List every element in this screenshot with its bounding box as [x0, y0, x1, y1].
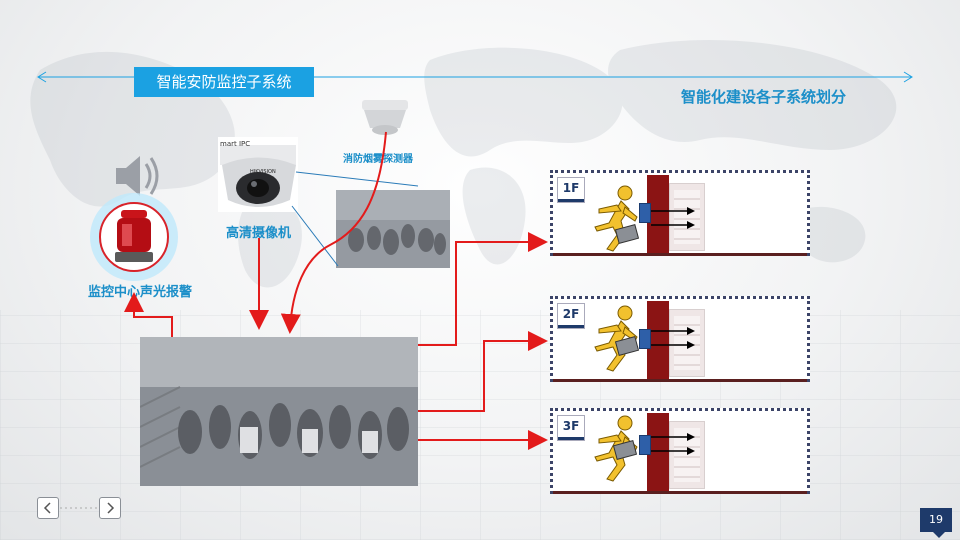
door-push-bar [639, 435, 651, 455]
world-map-background [30, 40, 897, 288]
chevron-left-icon [43, 502, 51, 514]
smoke-detector-label: 消防烟雾探测器 [343, 154, 413, 165]
page-subtitle: 智能化建设各子系统划分 [680, 88, 846, 106]
floor-panel-3f: 3F [550, 408, 810, 494]
exit-direction-arrows [651, 207, 695, 229]
section-title-tab: 智能安防监控子系统 [134, 67, 314, 97]
door-wall [647, 175, 669, 253]
door-wall [647, 301, 669, 379]
running-person-icon [594, 305, 640, 372]
alarm-label: 监控中心声光报警 [88, 285, 193, 300]
running-person-icon [594, 185, 640, 252]
emergency-door [669, 183, 705, 251]
door-push-bar [639, 329, 651, 349]
smoke-scene-photo-small [336, 190, 450, 268]
floor-tag: 1F [557, 177, 585, 203]
camera-label: 高清摄像机 [226, 226, 292, 241]
exit-direction-arrows [651, 327, 695, 349]
door-push-bar [639, 203, 651, 223]
running-person-icon [594, 415, 638, 482]
smoke-scene-photo-large [140, 337, 418, 486]
floor-line [553, 379, 807, 382]
floor-line [553, 253, 807, 256]
emergency-door [669, 309, 705, 377]
camera-brand-text: mart IPC [220, 140, 251, 148]
exit-direction-arrows [651, 433, 695, 455]
floor-line [553, 491, 807, 494]
floor-panel-1f: 1F [550, 170, 810, 256]
door-wall [647, 413, 669, 491]
next-slide-button[interactable] [99, 497, 121, 519]
floor-panel-2f: 2F [550, 296, 810, 382]
previous-slide-button[interactable] [37, 497, 59, 519]
chevron-right-icon [107, 502, 115, 514]
floor-tag: 3F [557, 415, 585, 441]
floor-tag: 2F [557, 303, 585, 329]
page-number: 19 [920, 508, 952, 538]
